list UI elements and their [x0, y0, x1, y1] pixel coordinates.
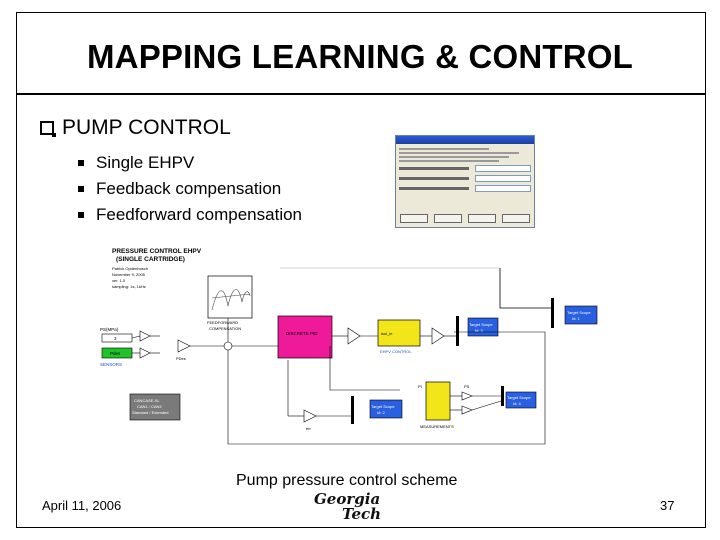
canbus-line: Standard / Extended — [132, 410, 168, 415]
gain-block — [177, 339, 191, 353]
sub-bullet-item: Single EHPV — [78, 150, 302, 176]
target-scope-id: Id: 2 — [377, 410, 386, 415]
mux-bar — [456, 316, 459, 346]
sub-bullet-text: Feedforward compensation — [96, 205, 303, 224]
target-scope-label: Target Scope — [567, 310, 591, 315]
ff-label: FEEDFORWARD — [207, 320, 238, 325]
logo-text: Georgia — [314, 490, 381, 508]
georgia-tech-logo: Georgia Tech — [310, 490, 410, 526]
mux-bar — [351, 396, 354, 424]
pdes-out-label: PDes — [176, 356, 186, 361]
logo-text: Tech — [342, 505, 382, 523]
slide-date: April 11, 2006 — [42, 498, 122, 513]
dialog-cancel-button — [434, 214, 462, 223]
target-scope-label: Target Scope — [371, 404, 395, 409]
dialog-apply-button — [502, 214, 530, 223]
diagram-info-line: November 9, 2005 — [112, 272, 146, 277]
dialog-field — [475, 175, 531, 182]
mux-bar — [501, 386, 504, 406]
sensors-label: SENSORS — [100, 362, 122, 367]
target-scope-block — [564, 305, 598, 325]
sum-junction — [223, 341, 233, 351]
dialog-field — [475, 165, 531, 172]
slide-frame — [16, 12, 706, 528]
feedforward-compensation-block: FEEDFORWARD COMPENSATION — [207, 275, 253, 331]
mux-bar — [551, 298, 554, 328]
title-divider — [16, 93, 706, 95]
target-scope-id: Id: 4 — [513, 401, 522, 406]
sub-bullet-text: Single EHPV — [96, 153, 195, 172]
sub-bullet-list: Single EHPV Feedback compensation Feedfo… — [78, 150, 302, 228]
isol-label: isol_in — [381, 331, 392, 336]
gain-block — [431, 327, 445, 345]
square-bullet-icon — [78, 186, 84, 192]
ps-input-label: PS(MPa) — [100, 327, 119, 332]
canbus-line: CANCASE-XL — [134, 398, 160, 403]
target-scope-block — [505, 391, 537, 409]
gain-block — [139, 347, 151, 359]
canbus-block — [129, 393, 181, 421]
target-scope-label: Target Scope — [469, 322, 493, 327]
sub-bullet-text: Feedback compensation — [96, 179, 282, 198]
diagram-subheading: (SINGLE CARTRIDGE) — [116, 256, 185, 263]
ehpv-control-block — [377, 319, 421, 347]
gain-block — [347, 327, 361, 345]
discrete-pid-block — [277, 315, 333, 359]
measurements-block — [425, 381, 451, 421]
target-scope-id: Id: 3 — [475, 328, 484, 333]
gain-block — [139, 330, 151, 342]
gain-block — [461, 391, 473, 401]
dialog-field — [475, 185, 531, 192]
dialog-ok-button — [400, 214, 428, 223]
dialog-help-button — [468, 214, 496, 223]
pdes-block-label: Pdes — [110, 351, 121, 356]
sub-bullet-item: Feedback compensation — [78, 176, 302, 202]
block-parameters-dialog-thumbnail — [395, 135, 535, 228]
diagram-info-line: sampling: 1s, 1kHz — [112, 284, 146, 289]
sub-bullet-item: Feedforward compensation — [78, 202, 302, 228]
target-scope-block — [467, 317, 499, 337]
pump-control-block-diagram: PRESSURE CONTROL EHPV (SINGLE CARTRIDGE)… — [100, 248, 598, 445]
diagram-info-line: ver. 1.0 — [112, 278, 126, 283]
main-bullet-text: PUMP CONTROL — [62, 116, 231, 139]
ps-constant-block — [101, 333, 133, 343]
target-scope-id: Id: 1 — [572, 316, 581, 321]
err-label: err — [306, 426, 312, 431]
checkbox-bullet-icon — [40, 121, 56, 137]
diagram-caption: Pump pressure control scheme — [236, 472, 458, 489]
ps-value: 3 — [114, 336, 117, 341]
dialog-titlebar — [396, 136, 534, 144]
square-bullet-icon — [78, 160, 84, 166]
target-scope-label: Target Scope — [507, 395, 531, 400]
slide-title: MAPPING LEARNING & CONTROL — [86, 38, 634, 75]
main-bullet: PUMP CONTROL — [40, 116, 231, 140]
canbus-line: CAN1 / CAN2 — [137, 404, 162, 409]
gain-block — [303, 409, 317, 423]
ehpv-label: EHPV CONTROL — [380, 349, 412, 354]
measurements-label: MEASUREMENTS — [420, 424, 454, 429]
ff-label: COMPENSATION — [209, 326, 241, 331]
page-number: 37 — [660, 498, 675, 513]
target-scope-block — [369, 399, 403, 419]
ps-out-label: PS — [464, 384, 470, 389]
pid-label: DISCRETE PID — [286, 331, 318, 336]
pi-label: PI — [418, 384, 422, 389]
diagram-heading: PRESSURE CONTROL EHPV — [112, 248, 202, 255]
diagram-info-line: Patrick Opdenbosch — [112, 266, 148, 271]
square-bullet-icon — [78, 212, 84, 218]
